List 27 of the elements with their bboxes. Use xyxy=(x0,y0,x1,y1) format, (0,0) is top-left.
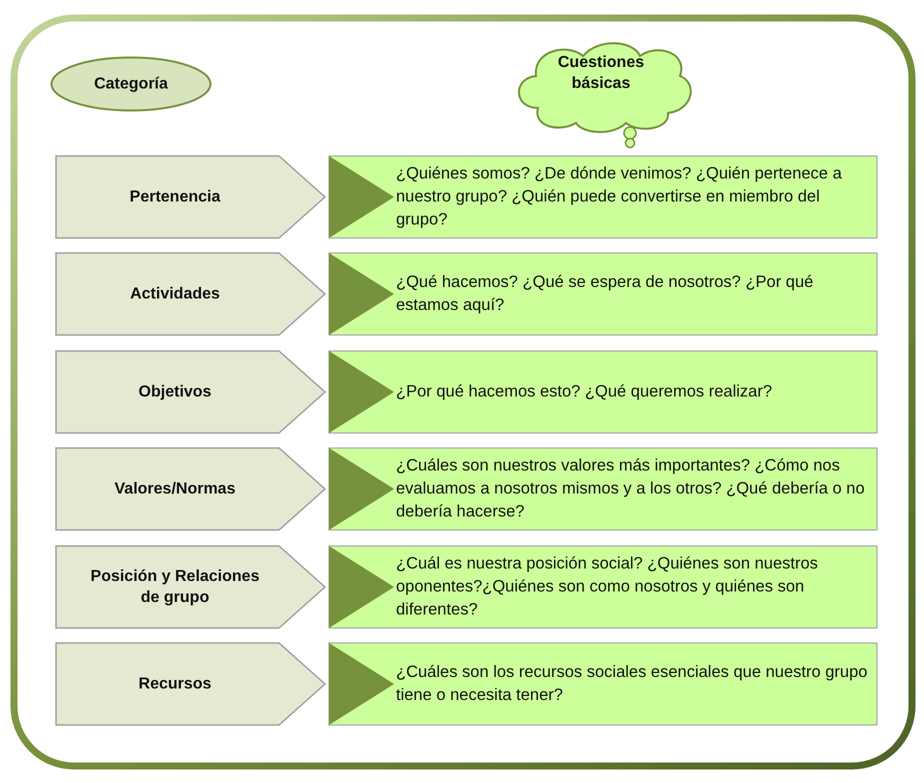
question-box xyxy=(328,545,878,629)
question-box xyxy=(328,350,878,434)
category-tag xyxy=(55,350,327,434)
question-text: ¿Qué hacemos? ¿Qué se espera de nosotros? ¿Por qué estamos aquí? xyxy=(396,272,814,316)
question-box xyxy=(328,642,878,726)
category-label: Actividades xyxy=(129,284,221,304)
category-label: Objetivos xyxy=(138,382,212,402)
question-box xyxy=(328,252,878,336)
category-label: Pertenencia xyxy=(128,188,222,208)
category-tag xyxy=(55,447,327,531)
header-label: Cuestiones básicas xyxy=(556,53,646,94)
category-label: Posición y Relaciones de grupo xyxy=(90,567,260,608)
question-text: ¿Cuál es nuestra posición social? ¿Quiénes son nuestros oponentes?¿Quiénes son como nosotros y quiénes son diferentes? xyxy=(396,554,819,620)
category-tag xyxy=(55,642,327,726)
category-label: Valores/Normas xyxy=(114,480,236,500)
question-box xyxy=(328,447,878,531)
header-ellipse xyxy=(50,56,212,112)
question-text: ¿Cuáles son los recursos sociales esenciales que nuestro grupo tiene o necesita tener? xyxy=(396,662,868,706)
header-label: Categoría xyxy=(93,74,169,94)
question-text: ¿Por qué hacemos esto? ¿Qué queremos realizar? xyxy=(396,382,774,402)
category-tag xyxy=(55,252,327,336)
category-tag xyxy=(55,155,327,239)
question-text: ¿Cuáles son nuestros valores más importantes? ¿Cómo nos evaluamos a nosotros mismos y a los otros? ¿Qué debería o no debería hacerse? xyxy=(396,456,866,522)
question-text: ¿Quiénes somos? ¿De dónde venimos? ¿Quién pertenece a nuestro grupo? ¿Quién puede convertirse en miembro del grupo? xyxy=(396,164,843,230)
question-box xyxy=(328,155,878,239)
category-tag xyxy=(55,545,327,629)
category-label: Recursos xyxy=(138,674,212,694)
